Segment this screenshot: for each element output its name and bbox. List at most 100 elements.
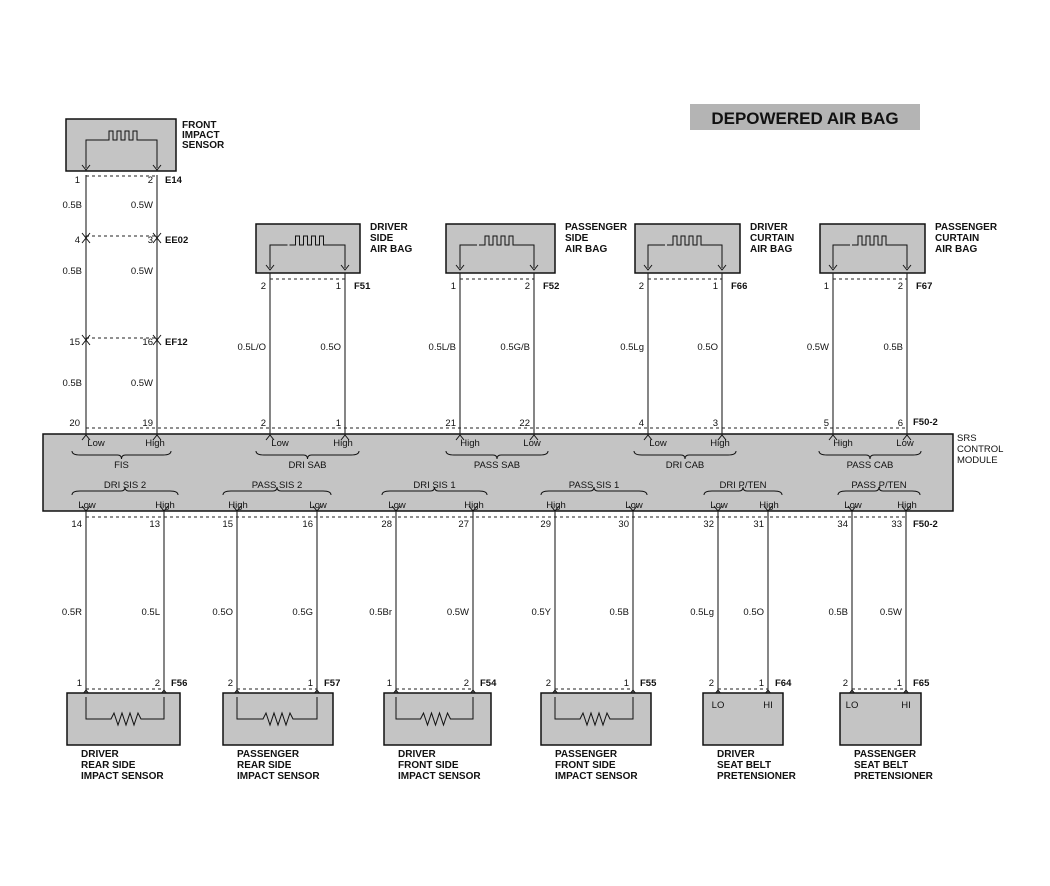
- connector-chevron: [81, 434, 91, 441]
- wire-color: 0.5B: [609, 607, 629, 618]
- pin-number: 1: [713, 281, 718, 292]
- wire-color: 0.5B: [883, 342, 903, 353]
- pin-number: 27: [458, 519, 469, 530]
- squib-symbol: [289, 235, 330, 246]
- signal-brace: [818, 450, 922, 460]
- connector-name: F56: [171, 678, 187, 689]
- diagram-title: DEPOWERED AIR BAG: [711, 109, 898, 128]
- pin-number: 34: [837, 519, 848, 530]
- pin-number: 2: [709, 678, 714, 689]
- pin-number: 4: [75, 235, 80, 246]
- connector-chevron: [152, 164, 162, 171]
- module-signal-label: DRI CAB: [666, 460, 705, 471]
- connector-name: F64: [775, 678, 792, 689]
- component-inner-wire: [236, 697, 255, 720]
- bottom-component-label: IMPACT SENSOR: [237, 771, 320, 782]
- top-component-label: SIDE: [565, 233, 589, 244]
- wire-color: 0.5Br: [369, 607, 392, 618]
- module-pin-label: Low: [271, 438, 289, 449]
- wire-color: 0.5W: [131, 378, 153, 389]
- module-pin-label: High: [546, 500, 566, 511]
- top-component-label: AIR BAG: [565, 244, 607, 255]
- module-label-1: SRS: [957, 433, 977, 444]
- resistor-symbol: [103, 711, 147, 727]
- top-component-label: SIDE: [370, 233, 394, 244]
- connector-chevron: [152, 339, 162, 346]
- bottom-component-label: REAR SIDE: [81, 760, 136, 771]
- bottom-component-label: FRONT SIDE: [398, 760, 459, 771]
- resistor-symbol: [572, 711, 616, 727]
- pin-number: 3: [713, 418, 718, 429]
- pin-number: 1: [75, 175, 80, 186]
- connector-name: F65: [913, 678, 930, 689]
- connector-chevron: [643, 264, 653, 271]
- wire-color: 0.5W: [807, 342, 829, 353]
- pin-number: 2: [155, 678, 160, 689]
- bottom-component-label: PASSENGER: [555, 749, 618, 760]
- pin-number: 2: [525, 281, 530, 292]
- pin-number: 19: [142, 418, 153, 429]
- module-signal-label: PASS P/TEN: [851, 480, 906, 491]
- pin-number: 29: [540, 519, 551, 530]
- component-inner-wire: [616, 697, 634, 720]
- module-signal-label: DRI P/TEN: [720, 480, 767, 491]
- wire-color: 0.5Lg: [620, 342, 644, 353]
- pin-number: 2: [261, 281, 266, 292]
- module-pin-label: High: [464, 500, 484, 511]
- connector-chevron: [265, 264, 275, 271]
- top-component-label: PASSENGER: [565, 222, 628, 233]
- bottom-component-label: PASSENGER: [854, 749, 917, 760]
- module-pin-label: High: [155, 500, 175, 511]
- signal-brace: [71, 450, 172, 460]
- bottom-component-label: IMPACT SENSOR: [555, 771, 638, 782]
- connector-chevron: [717, 434, 727, 441]
- top-component-label: CURTAIN: [750, 233, 794, 244]
- connector-name: EF12: [165, 337, 188, 348]
- top-component-box: [634, 223, 741, 274]
- module-signal-label: PASS SIS 1: [569, 480, 620, 491]
- pin-number: 1: [387, 678, 392, 689]
- connector-chevron: [265, 434, 275, 441]
- pin-number: 1: [77, 678, 82, 689]
- module-pin-label: Low: [309, 500, 327, 511]
- pin-number: 33: [891, 519, 902, 530]
- pin-number: 16: [302, 519, 313, 530]
- module-pin-label: High: [897, 500, 917, 511]
- pin-number: 32: [703, 519, 714, 530]
- wire-color: 0.5B: [828, 607, 848, 618]
- wire-color: 0.5W: [131, 266, 153, 277]
- wire-color: 0.5G: [292, 607, 313, 618]
- component-inner-wire: [459, 244, 477, 268]
- wire-color: 0.5W: [447, 607, 469, 618]
- wire-color: 0.5L/B: [429, 342, 456, 353]
- connector-chevron: [152, 434, 162, 441]
- module-pin-label: Low: [78, 500, 96, 511]
- top-component-label: AIR BAG: [935, 244, 977, 255]
- pin-number: 1: [308, 678, 313, 689]
- pin-number: 16: [142, 337, 153, 348]
- connector-name: F67: [916, 281, 932, 292]
- module-signal-label: DRI SIS 2: [104, 480, 146, 491]
- top-component-box: [445, 223, 556, 274]
- top-component-box: [819, 223, 926, 274]
- module-pin-label: Low: [896, 438, 914, 449]
- connector-chevron: [340, 264, 350, 271]
- wire-color: 0.5B: [62, 266, 82, 277]
- module-pin-label: Low: [87, 438, 105, 449]
- wire-color: 0.5L/O: [237, 342, 266, 353]
- bottom-component-label: DRIVER: [717, 749, 756, 760]
- wire-color: 0.5W: [131, 200, 153, 211]
- module-pin-label: Low: [649, 438, 667, 449]
- squib-symbol: [852, 235, 892, 246]
- module-signal-label: DRI SAB: [288, 460, 326, 471]
- top-component-label: PASSENGER: [935, 222, 998, 233]
- connector-name: F52: [543, 281, 559, 292]
- module-pin-label: Low: [710, 500, 728, 511]
- wire-color: 0.5L: [142, 607, 161, 618]
- module-pin-label: Low: [844, 500, 862, 511]
- component-inner-wire: [85, 697, 103, 720]
- bottom-component-label: SEAT BELT: [854, 760, 908, 771]
- module-signal-label: PASS CAB: [847, 460, 894, 471]
- module-label-3: MODULE: [957, 455, 998, 466]
